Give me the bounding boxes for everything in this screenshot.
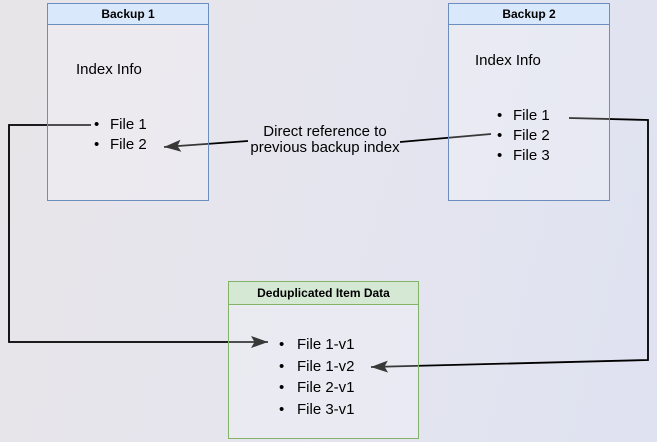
- backup2-header: Backup 2: [449, 4, 609, 25]
- list-item: File 3: [497, 146, 550, 166]
- list-item: File 1-v2: [279, 356, 355, 378]
- dedup-header: Deduplicated Item Data: [229, 282, 418, 305]
- list-item: File 1: [497, 106, 550, 126]
- backup1-title: Backup 1: [101, 7, 155, 21]
- list-item: File 1-v1: [279, 334, 355, 356]
- backup2-title: Backup 2: [502, 7, 556, 21]
- list-item: File 2: [94, 135, 147, 155]
- backup2-file-list: File 1 File 2 File 3: [497, 106, 550, 166]
- list-item: File 1: [94, 115, 147, 135]
- backup2-container: Backup 2: [448, 3, 610, 201]
- list-item: File 3-v1: [279, 399, 355, 421]
- backup2-index-info-label: Index Info: [475, 52, 541, 69]
- dedup-item-list: File 1-v1 File 1-v2 File 2-v1 File 3-v1: [279, 334, 355, 420]
- list-item: File 2: [497, 126, 550, 146]
- dedup-title: Deduplicated Item Data: [257, 286, 390, 300]
- direct-reference-annotation: Direct reference to previous backup inde…: [250, 123, 400, 156]
- list-item: File 2-v1: [279, 377, 355, 399]
- backup1-container: Backup 1: [47, 3, 209, 201]
- backup1-index-info-label: Index Info: [76, 61, 142, 78]
- backup1-header: Backup 1: [48, 4, 208, 25]
- backup1-file-list: File 1 File 2: [94, 115, 147, 155]
